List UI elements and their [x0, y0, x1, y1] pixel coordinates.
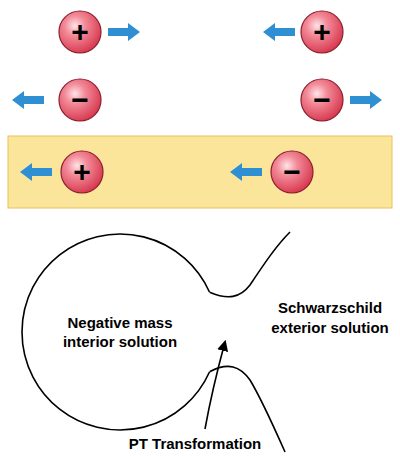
motion-arrow — [230, 163, 262, 181]
motion-arrow — [350, 91, 382, 109]
runaway-band — [8, 136, 392, 208]
charge-sign: + — [313, 17, 331, 47]
charge-sign: − — [71, 85, 89, 115]
transformation-label: PT Transformation — [95, 434, 295, 454]
sphere-body — [271, 151, 313, 193]
charge-sign: − — [283, 157, 301, 187]
region-label: Schwarzschild exterior solution — [262, 298, 398, 337]
motion-arrow — [20, 163, 52, 181]
charge-sphere: − — [300, 78, 344, 122]
sphere-body — [59, 11, 101, 53]
charge-sign: − — [313, 85, 331, 115]
charge-sphere: + — [300, 10, 344, 54]
region-text: Negative mass interior solution — [45, 313, 195, 352]
charge-sphere: + — [58, 10, 102, 54]
motion-arrow — [108, 23, 140, 41]
region-outline — [22, 234, 218, 430]
throat-curve — [210, 232, 290, 297]
charge-sphere: − — [270, 150, 314, 194]
leader-arrow — [205, 342, 225, 429]
charge-sphere: + — [60, 150, 104, 194]
region-boundary — [22, 234, 209, 430]
sphere-body — [61, 151, 103, 193]
motion-arrow — [263, 23, 295, 41]
sphere-body — [59, 79, 101, 121]
sphere-body — [301, 11, 343, 53]
charge-sign: + — [73, 157, 91, 187]
charge-sphere: − — [58, 78, 102, 122]
motion-arrow — [12, 91, 44, 109]
charge-sign: + — [71, 17, 89, 47]
interior-region: Negative mass interior solution — [22, 234, 218, 430]
sphere-body — [301, 79, 343, 121]
